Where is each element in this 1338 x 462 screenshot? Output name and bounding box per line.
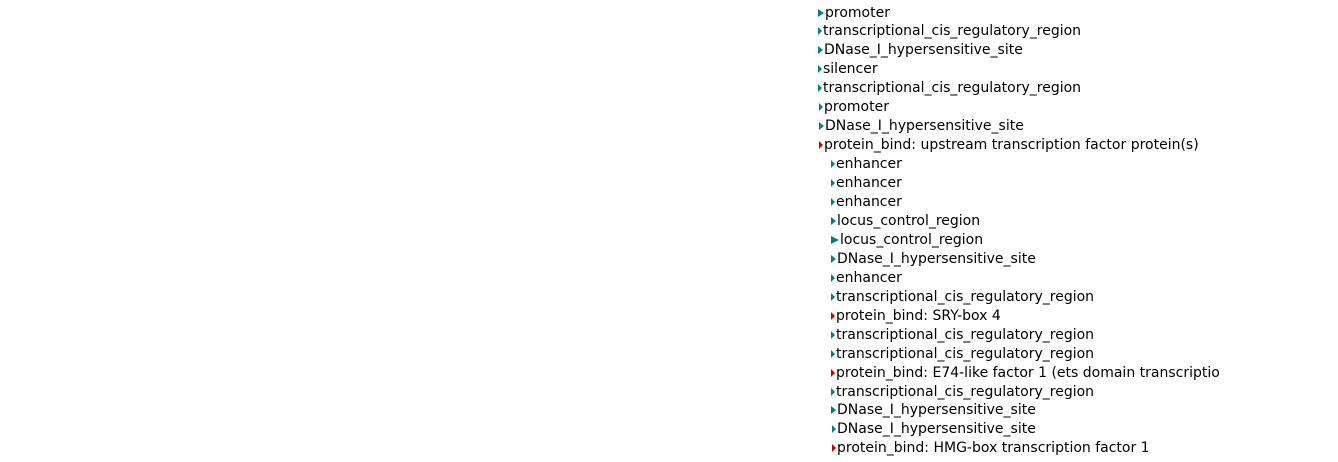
strand-arrow-icon [831, 254, 836, 263]
feature-label: enhancer [836, 269, 902, 286]
strand-arrow-icon [831, 387, 835, 396]
feature-label: transcriptional_cis_regulatory_region [836, 288, 1095, 305]
strand-arrow-icon [832, 444, 836, 453]
strand-arrow-icon [819, 122, 824, 131]
strand-arrow-icon [831, 406, 836, 415]
feature-label: DNase_I_hypersensitive_site [837, 402, 1036, 419]
feature-label: enhancer [836, 156, 902, 173]
strand-arrow-icon [818, 27, 822, 36]
feature-label: silencer [823, 61, 878, 78]
feature-label: protein_bind: HMG-box transcription fact… [837, 440, 1150, 457]
strand-arrow-icon [831, 216, 836, 225]
strand-arrow-icon [831, 273, 835, 282]
feature-label: enhancer [836, 194, 902, 210]
feature-label: promoter [824, 99, 889, 116]
strand-arrow-icon [818, 46, 823, 55]
feature-label: locus_control_region [840, 231, 984, 248]
strand-arrow-icon [831, 160, 835, 169]
strand-arrow-icon [818, 84, 822, 93]
strand-arrow-icon [831, 311, 835, 320]
feature-label: transcriptional_cis_regulatory_region [823, 80, 1082, 97]
feature-label: protein_bind: SRY-box 4 [836, 307, 1001, 324]
feature-label: locus_control_region [837, 212, 981, 229]
feature-label: DNase_I_hypersensitive_site [824, 42, 1023, 59]
strand-arrow-icon [831, 368, 835, 377]
feature-label: transcriptional_cis_regulatory_region [836, 345, 1095, 362]
strand-arrow-icon [831, 292, 835, 301]
strand-arrow-icon [818, 65, 822, 74]
feature-label: transcriptional_cis_regulatory_region [823, 23, 1082, 40]
feature-label: enhancer [836, 175, 902, 192]
feature-label: promoter [825, 4, 890, 21]
strand-arrow-icon [819, 103, 823, 112]
feature-label: DNase_I_hypersensitive_site [825, 118, 1024, 135]
feature-label: DNase_I_hypersensitive_site [837, 250, 1036, 267]
feature-label: protein_bind: upstream transcription fac… [824, 137, 1199, 154]
strand-arrow-icon [831, 198, 835, 206]
strand-arrow-icon [819, 141, 823, 150]
strand-arrow-icon [831, 330, 835, 339]
feature-label: transcriptional_cis_regulatory_region [836, 383, 1095, 400]
strand-arrow-icon [831, 179, 835, 188]
feature-label: protein_bind: E74-like factor 1 (ets dom… [836, 364, 1220, 381]
strand-arrow-icon [831, 349, 835, 358]
strand-arrow-icon [818, 8, 824, 17]
strand-arrow-icon [832, 425, 836, 434]
strand-arrow-icon [831, 235, 839, 244]
feature-label: transcriptional_cis_regulatory_region [836, 326, 1095, 343]
feature-label: DNase_I_hypersensitive_site [837, 421, 1036, 438]
